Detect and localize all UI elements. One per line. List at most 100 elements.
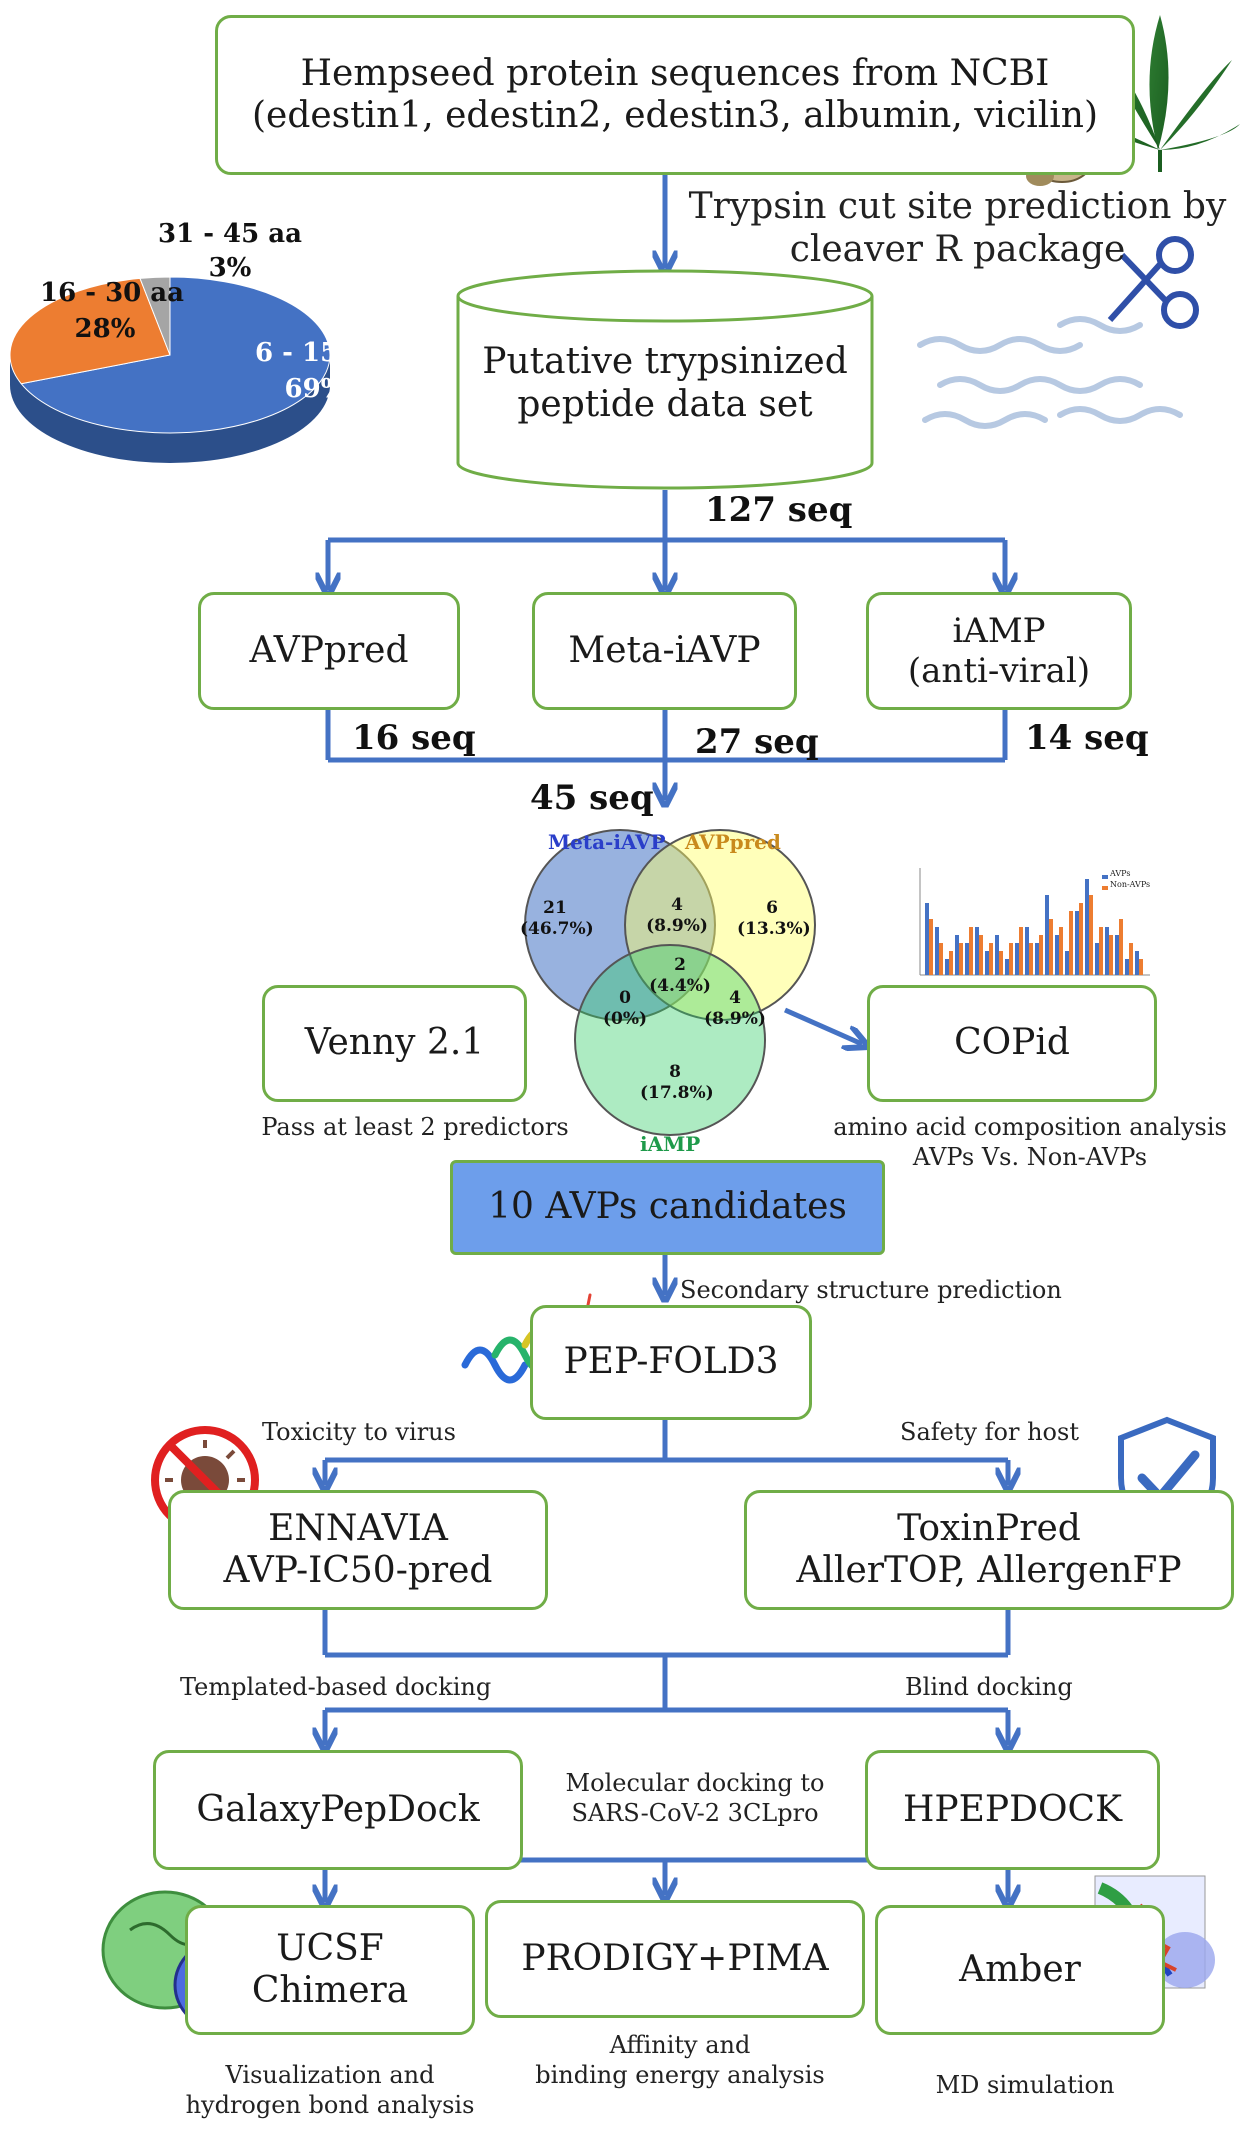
copid-box: COPid — [867, 985, 1157, 1102]
metaiavp-seq-count: 27 seq — [695, 722, 819, 762]
venn-region-label: 2(4.4%) — [649, 955, 711, 997]
union-seq-count: 45 seq — [530, 778, 654, 818]
non-avp-bar — [989, 943, 993, 975]
toxicity-caption: Toxicity to virus — [262, 1418, 456, 1446]
venn-label-iamp: iAMP — [640, 1132, 701, 1156]
ucsf-chimera-box: UCSF Chimera — [185, 1905, 475, 2035]
non-avp-bar — [959, 943, 963, 975]
iamp-box: iAMP (anti-viral) — [866, 592, 1132, 710]
blind-docking-caption: Blind docking — [905, 1673, 1073, 1701]
avp-bar — [975, 927, 979, 975]
non-avp-bar — [1119, 919, 1123, 975]
venn-circle-iamp — [574, 944, 766, 1136]
venn-circle-avppred — [624, 829, 816, 1021]
non-avp-bar — [1129, 943, 1133, 975]
prodigy-pima-box: PRODIGY+PIMA — [485, 1900, 865, 2018]
source-line1: Hempseed protein sequences from NCBI — [300, 52, 1050, 94]
pepfold-box: PEP-FOLD3 — [530, 1305, 812, 1420]
peptide-dataset-cylinder: Putative trypsinized peptide data set — [455, 268, 875, 490]
avp-bar — [995, 935, 999, 975]
hpepdock-box: HPEPDOCK — [865, 1750, 1160, 1870]
copid-caption: amino acid composition analysis AVPs Vs.… — [833, 1113, 1227, 1171]
non-avp-bar — [1059, 927, 1063, 975]
venn-label-avppred: AVPpred — [685, 830, 781, 854]
avp-bar — [1135, 951, 1139, 975]
avp-bar — [1065, 951, 1069, 975]
cleavage-line2: cleaver R package — [789, 229, 1126, 271]
avp-bar — [965, 943, 969, 975]
venn-region-label: 0(0%) — [602, 988, 648, 1030]
venn-label-metaiavp: Meta-iAVP — [548, 830, 666, 854]
pie-slice — [20, 276, 331, 434]
avp-bar — [955, 935, 959, 975]
templated-docking-caption: Templated-based docking — [180, 1673, 492, 1701]
galaxypepdock-box: GalaxyPepDock — [153, 1750, 523, 1870]
venn-region-label: 6(13.3%) — [737, 898, 811, 940]
prodigy-caption: Affinity and binding energy analysis — [535, 2031, 825, 2089]
avp-bar — [1095, 943, 1099, 975]
avp-bar — [1015, 943, 1019, 975]
copid-legend: AVPs Non-AVPs — [1110, 869, 1151, 890]
avp-bar — [1085, 879, 1089, 975]
ucsf-caption: Visualization and hydrogen bond analysis — [185, 2061, 475, 2119]
scissors-icon — [1107, 236, 1199, 329]
avp-bar — [1115, 935, 1119, 975]
pie-slice — [9, 277, 171, 385]
avp-bar — [1075, 911, 1079, 975]
venn-circle-metaiavp — [524, 829, 716, 1021]
avp-bar — [1025, 927, 1029, 975]
venn-region-label: 8(17.8%) — [640, 1062, 714, 1104]
venn-region-label: 21(46.7%) — [520, 898, 594, 940]
iamp-seq-count: 14 seq — [1025, 718, 1149, 758]
avppred-seq-count: 16 seq — [352, 718, 476, 758]
ncbi-source-box: Hempseed protein sequences from NCBI (ed… — [215, 15, 1135, 175]
amber-box: Amber — [875, 1905, 1165, 2035]
venn-diagram — [524, 829, 816, 1136]
non-avp-bar — [1069, 911, 1073, 975]
non-avp-bar — [1079, 903, 1083, 975]
avppred-box: AVPpred — [198, 592, 460, 710]
avp-bar — [1045, 895, 1049, 975]
non-avp-bar — [979, 935, 983, 975]
venn-region-label: 4(8.9%) — [704, 988, 766, 1030]
non-avp-bar — [1019, 927, 1023, 975]
non-avp-bar — [1089, 895, 1093, 975]
non-avp-bar — [1039, 935, 1043, 975]
non-avp-bar — [949, 951, 953, 975]
avp-bar — [1005, 959, 1009, 975]
cleavage-line1: Trypsin cut site prediction by — [688, 186, 1227, 227]
metaiavp-box: Meta-iAVP — [532, 592, 797, 710]
non-avp-bar — [939, 943, 943, 975]
dataset-line2: peptide data set — [517, 384, 813, 426]
pie-label-medium: 16 - 30 aa 28% — [40, 278, 185, 345]
non-avp-bar — [999, 951, 1003, 975]
venny-box: Venny 2.1 — [262, 985, 527, 1102]
cleavage-caption: Trypsin cut site prediction by cleaver R… — [680, 185, 1235, 271]
avp-bar — [1055, 935, 1059, 975]
pie-label-large: 6 - 15 aa 69% — [255, 338, 381, 405]
avp-bar — [1105, 927, 1109, 975]
avp-bar — [945, 959, 949, 975]
pie-label-small: 31 - 45 aa 3% — [157, 219, 302, 283]
non-avp-bar — [929, 919, 933, 975]
avp-bar — [1125, 959, 1129, 975]
non-avp-bar — [1029, 943, 1033, 975]
venn-region-label: 4(8.9%) — [646, 895, 708, 937]
source-line2: (edestin1, edestin2, edestin3, albumin, … — [251, 95, 1099, 136]
toxinpred-box: ToxinPred AllerTOP, AllergenFP — [744, 1490, 1234, 1610]
venny-caption: Pass at least 2 predictors — [261, 1113, 569, 1141]
non-avp-bar — [1009, 943, 1013, 975]
non-avp-bar — [969, 927, 973, 975]
ennavia-box: ENNAVIA AVP-IC50-pred — [168, 1490, 548, 1610]
non-avp-bar — [1139, 959, 1143, 975]
amber-caption: MD simulation — [935, 2071, 1115, 2099]
avp-bar — [935, 927, 939, 975]
non-avp-bar — [1049, 919, 1053, 975]
composition-chart — [919, 868, 1150, 976]
peptide-strands-icon — [917, 316, 1183, 429]
non-avp-bar — [1109, 935, 1113, 975]
avp-candidates-box: 10 AVPs candidates — [450, 1160, 885, 1255]
length-pie-chart — [9, 276, 331, 463]
avp-bar — [925, 903, 929, 975]
avp-bar — [1035, 943, 1039, 975]
